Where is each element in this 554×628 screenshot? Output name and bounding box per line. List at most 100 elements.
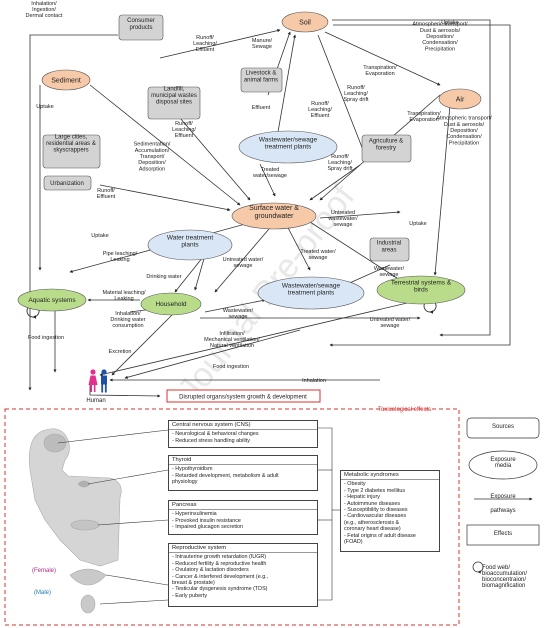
pathway-wastewater-sewage: Wastewater/sewage: [374, 266, 405, 278]
pathway-inhalation: Inhalation: [302, 378, 326, 384]
list-item: - Retarded development, metabolism & adu…: [172, 472, 279, 479]
surface-water-ellipse: [231, 202, 317, 230]
list-item: - Cardiovascular diseases: [344, 513, 407, 520]
pathway-material: Material leaching/Leaking: [102, 290, 146, 302]
legend-sources-box: [466, 417, 540, 439]
list-item: - Early puberty: [172, 592, 208, 599]
list-item: - Intrauterine growth retardation (IUGR): [172, 554, 267, 561]
female-figure-icon: [88, 369, 98, 392]
pancreas-box: Pancreas - Hyperinsulinemia- Provoked in…: [168, 500, 318, 535]
surface-water-label: Surface water &groundwater: [249, 205, 299, 220]
pathway-infiltration: Infiltration/Mechanical ventilation/Natu…: [204, 331, 260, 349]
water-treatment-ellipse: [147, 229, 233, 261]
list-item: - Neurological & behavioral changes: [172, 431, 259, 438]
air-ellipse: [438, 88, 482, 110]
list-item: coronary heart disease): [344, 526, 401, 533]
metabolic-list: - Obesity- Type 2 diabetes mellitus- Hep…: [344, 481, 436, 545]
pathway-runoff-effluent: Runoff/Effluent: [97, 188, 116, 200]
pathway-sedimentation: Sedimentation/Accumulation/Transport/Dep…: [134, 142, 171, 173]
legend-foodweb-label: Food web/bioaccumulation/bioconcentraion…: [482, 565, 528, 589]
agriculture-label: Agriculture &forestry: [369, 139, 403, 152]
urbanization-box: [43, 175, 92, 191]
reproductive-header: Reproductive system: [169, 545, 317, 554]
thyroid-header: Thyroid: [169, 457, 317, 466]
pathway-untreated-low: Untreated water/sewage: [370, 317, 411, 329]
list-item: - Ovulatory & lactation disorders: [172, 567, 249, 574]
list-item: physiology: [172, 479, 198, 486]
pathway-leaching-top: Leaching/Inhalation/Ingestion/Dermal con…: [26, 0, 63, 19]
terrestrial-label: Terrestrial systems &birds: [391, 279, 452, 293]
air-label: Air: [456, 97, 465, 104]
list-item: breast & prostate): [172, 580, 215, 587]
aquatic-label: Aquatic systems: [28, 297, 76, 304]
pathway-runoff-landfill: Runoff/Leaching/Effluent: [193, 35, 217, 53]
agriculture-box: [361, 134, 412, 163]
pathway-uptake-top: Uptake: [441, 20, 458, 26]
legend-shapes: [466, 417, 540, 574]
legend-media-ellipse: [468, 450, 538, 480]
metabolic-box: Metabolic syndromes - Obesity- Type 2 di…: [340, 470, 440, 552]
legend-effects-label: Effects: [493, 531, 513, 537]
pathway-uptake-sediment: Uptake: [36, 104, 53, 110]
urbanization-label: Urbanization: [50, 181, 84, 187]
list-item: (e.g., atherosclerosis &: [344, 519, 400, 526]
cns-header: Central nervous system (CNS): [169, 422, 317, 431]
list-item: - Autoimmune diseases: [344, 500, 401, 507]
reproductive-box: Reproductive system - Intrauterine growt…: [168, 543, 318, 607]
pathway-food-bottom: Food ingestion: [213, 364, 249, 370]
cns-box: Central nervous system (CNS) - Neurologi…: [168, 420, 318, 448]
pathway-uptake-left: Uptake: [91, 233, 108, 239]
large-cities-box: [42, 134, 101, 169]
list-item: - Hepatic injury: [344, 494, 380, 501]
thyroid-list: - Hypothyroidism- Retarded development, …: [172, 466, 314, 485]
list-item: - Impaired glucagon secretion: [172, 524, 244, 531]
pathway-transpiration-top: Transpiration/Evaporation: [363, 65, 397, 77]
list-item: - Susceptibility to diseases: [344, 507, 408, 514]
pathway-atm-top: Atmospheric transport/Dust & aerosols/De…: [412, 22, 468, 53]
soil-ellipse: [281, 11, 329, 33]
thyroid-box: Thyroid - Hypothyroidism- Retarded devel…: [168, 455, 318, 491]
cns-list: - Neurological & behavioral changes- Red…: [172, 431, 314, 444]
toxicological-title: Toxicological effects: [378, 407, 432, 413]
male-label: (Male): [34, 590, 52, 596]
pathway-wastewater-low: Wastewater/sewage: [223, 308, 254, 320]
body-silhouette-icon: [29, 428, 122, 614]
list-item: (FOAD): [344, 539, 363, 546]
toxicological-frame: [4, 408, 460, 626]
household-ellipse: [140, 292, 202, 316]
pathway-transpiration-air: Transpiration/Evaporation: [407, 111, 441, 123]
disrupted-label: Disrupted organs/system growth & develop…: [179, 395, 307, 401]
legend-effects-box: [466, 524, 540, 546]
wastewater-bottom-ellipse: [257, 276, 365, 310]
pathway-runoff-spray-top: Runoff/Leaching/Spray drift: [343, 85, 369, 103]
pathway-untreated-mid: Untreated water/sewage: [223, 257, 264, 269]
livestock-label: Livestock &animal farms: [244, 71, 278, 84]
list-item: - Reduced fertility & reproductive healt…: [172, 560, 267, 567]
pathway-runoff-spray-mid: Runoff/Leaching/Spray drift: [327, 154, 353, 172]
soil-label: Soil: [299, 20, 311, 27]
industrial-box: [369, 237, 410, 262]
pathway-effluent: Effluent: [252, 105, 271, 111]
pathway-treated-water: Treated water/sewage: [300, 249, 336, 261]
pathway-drinking: Drinking water: [146, 274, 181, 280]
landfill-box: [147, 86, 201, 120]
list-item: - Provoked insulin resistance: [172, 517, 241, 524]
organ-connectors: [57, 427, 340, 605]
disrupted-box: [166, 389, 321, 403]
household-label: Household: [155, 301, 186, 308]
pathway-runoff-mid: Runoff/Leaching/Effluent: [308, 101, 332, 119]
pathway-runoff-left: Runoff/Leaching/Effluent: [172, 121, 196, 139]
list-item: - Fetal origins of adult disease: [344, 532, 416, 539]
human-figures: [88, 369, 107, 393]
